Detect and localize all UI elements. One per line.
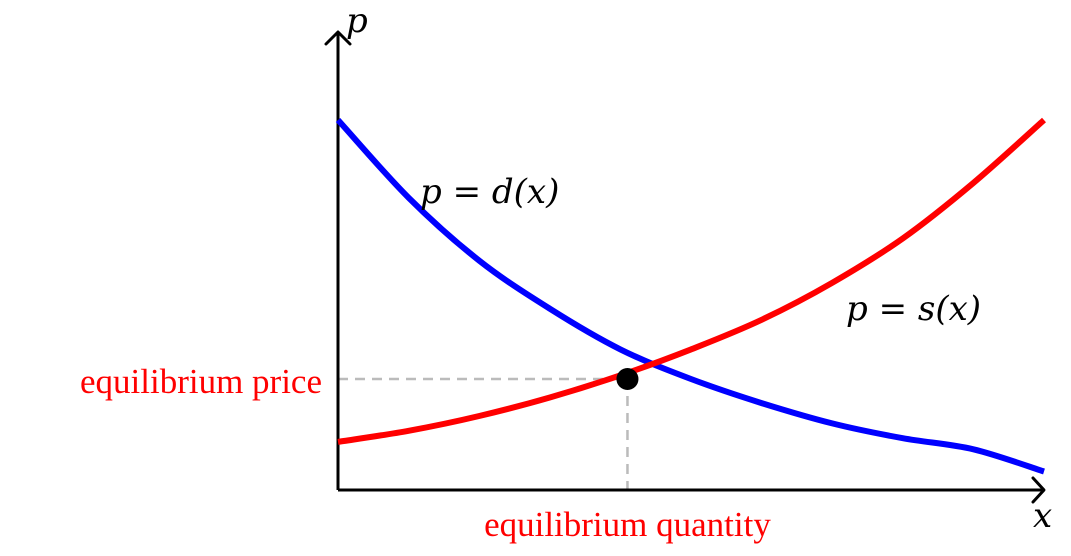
- supply-curve: [337, 117, 1046, 445]
- x-axis-arrowhead: [1031, 476, 1046, 504]
- y-axis-arrowhead: [324, 30, 352, 46]
- supply-curve-label: p = s(x): [846, 289, 981, 329]
- demand-curve: [335, 117, 1045, 475]
- x-axis-label: x: [1033, 496, 1052, 536]
- equilibrium-quantity-label: equilibrium quantity: [484, 505, 771, 544]
- demand-curve-label: p = d(x): [420, 172, 559, 212]
- equilibrium-price-label: equilibrium price: [80, 362, 322, 401]
- y-axis-label: p: [346, 1, 368, 41]
- equilibrium-point: [616, 368, 639, 390]
